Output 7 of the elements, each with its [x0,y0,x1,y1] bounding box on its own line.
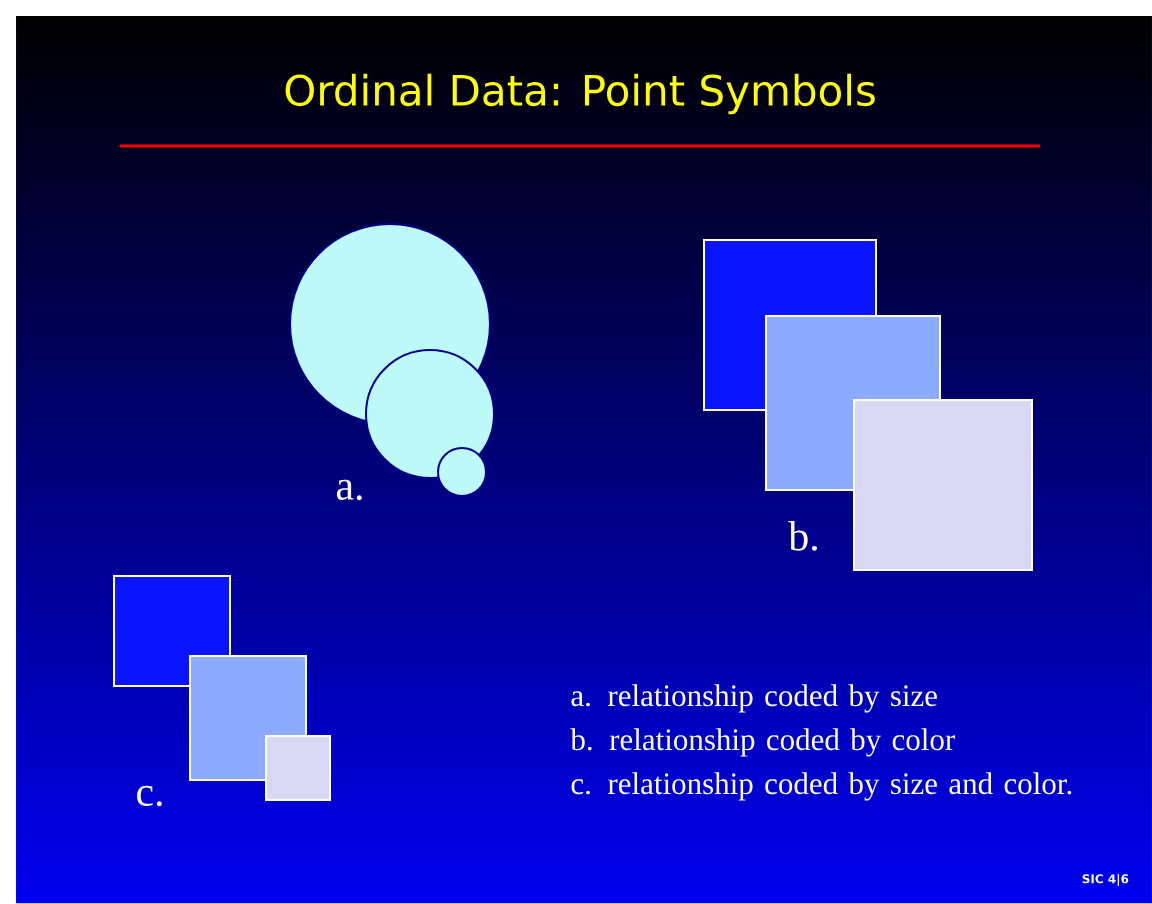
legend-line: a. relationship coded by size [571,684,937,713]
legend-line: c. relationship coded by size and color. [571,772,1072,801]
symbol-letter: c. [137,785,162,807]
symbol-letter: b. [788,521,817,551]
title: Ordinal Data: Point Symbols [285,73,875,115]
symbol-letter: a. [336,479,362,501]
legend-line: b. relationship coded by color [570,728,955,757]
